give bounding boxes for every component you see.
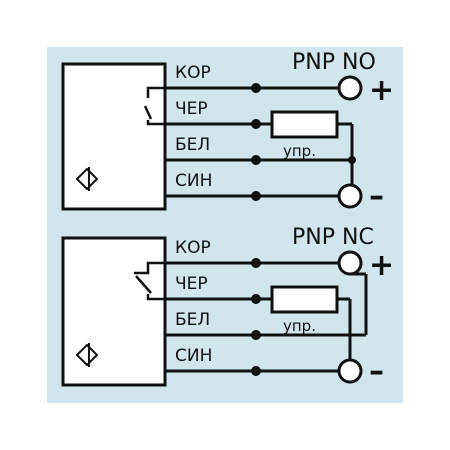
wire-label-blue: СИН xyxy=(175,171,212,191)
resistor-label: упр. xyxy=(283,142,316,160)
wire-label-black: ЧЕР xyxy=(175,274,208,294)
diagram-title: PNP NC xyxy=(292,225,374,250)
wire-label-brown: КОР xyxy=(175,238,211,258)
load-resistor xyxy=(270,285,339,314)
sensor-body xyxy=(61,62,167,211)
diagram-title: PNP NO xyxy=(292,50,376,75)
plus-sign: + xyxy=(369,248,394,283)
junction-dots xyxy=(251,83,356,201)
wire-label-black: ЧЕР xyxy=(175,99,208,119)
junction-dots xyxy=(251,258,261,376)
resistor-label: упр. xyxy=(283,317,316,335)
wire-label-white: БЕЛ xyxy=(175,310,210,330)
terminal-plus xyxy=(337,75,363,101)
sensor-body xyxy=(61,236,167,387)
pnp-nc-diagram: PNP NC КОР ЧЕР БЕЛ СИН упр. + – xyxy=(61,225,394,389)
sensor-symbol-icon xyxy=(75,343,99,367)
load-resistor xyxy=(270,110,339,139)
minus-sign: – xyxy=(369,179,384,214)
terminal-minus xyxy=(337,358,363,384)
pnp-no-diagram: PNP NO КОР ЧЕР БЕЛ СИН упр. + – xyxy=(61,50,394,214)
wire-label-brown: КОР xyxy=(175,63,211,83)
terminal-minus xyxy=(337,183,363,209)
switch-contact-nc-icon xyxy=(134,261,165,301)
wire-label-white: БЕЛ xyxy=(175,135,210,155)
terminal-plus xyxy=(337,250,363,276)
wire-label-blue: СИН xyxy=(175,346,212,366)
plus-sign: + xyxy=(369,73,394,108)
minus-sign: – xyxy=(369,354,384,389)
switch-contact-no-icon xyxy=(143,86,165,126)
sensor-symbol-icon xyxy=(75,167,99,191)
